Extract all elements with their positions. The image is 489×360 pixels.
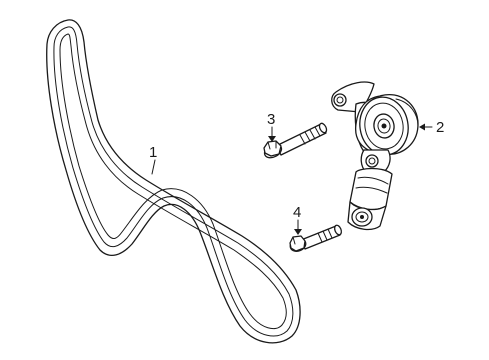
belt-tensioner-icon (331, 81, 419, 231)
serpentine-belt-icon (46, 19, 301, 344)
callout-label-2: 2 (436, 119, 444, 136)
callout-arrow-3 (268, 136, 276, 142)
callout-label-3: 3 (267, 111, 275, 128)
callout-label-4: 4 (293, 204, 301, 221)
bolt-icon (289, 224, 343, 252)
callout-leader-1 (151, 159, 156, 175)
callout-arrow-4 (294, 229, 302, 235)
bolt-icon (263, 122, 328, 159)
callout-arrow-2 (419, 123, 425, 131)
callout-label-1: 1 (149, 144, 157, 161)
